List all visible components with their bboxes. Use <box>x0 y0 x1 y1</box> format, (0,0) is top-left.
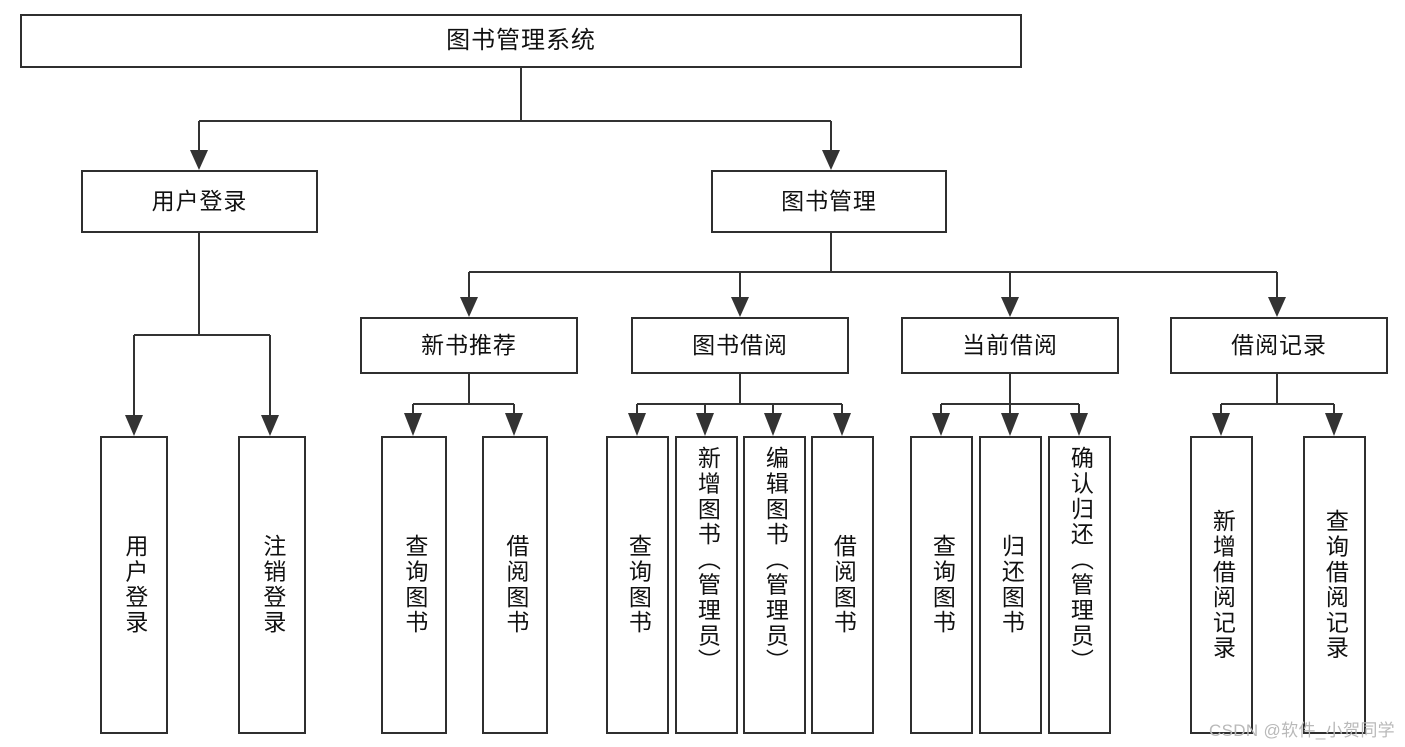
node-label-leaf-add-borrow-record: 新增借阅记录 <box>1209 509 1236 661</box>
arrow-head-br-leaf-1 <box>1212 413 1230 436</box>
node-leaf-query-book-recommend[interactable]: 查询图书 <box>381 436 447 734</box>
node-book-management[interactable]: 图书管理 <box>711 170 947 233</box>
node-leaf-logout[interactable]: 注销登录 <box>238 436 306 734</box>
node-leaf-query-book-borrow[interactable]: 查询图书 <box>606 436 669 734</box>
node-user-login[interactable]: 用户登录 <box>81 170 318 233</box>
node-leaf-add-borrow-record[interactable]: 新增借阅记录 <box>1190 436 1253 734</box>
node-new-book-recommend[interactable]: 新书推荐 <box>360 317 578 374</box>
arrow-head-book-borrow <box>731 297 749 317</box>
node-label-leaf-query-book-borrow: 查询图书 <box>625 534 652 636</box>
node-label-user-login: 用户登录 <box>151 188 248 214</box>
node-label-leaf-query-book-current: 查询图书 <box>929 534 956 636</box>
node-book-borrow[interactable]: 图书借阅 <box>631 317 849 374</box>
arrow-head-bb-leaf-4 <box>833 413 851 436</box>
node-borrow-record[interactable]: 借阅记录 <box>1170 317 1388 374</box>
node-leaf-query-book-current[interactable]: 查询图书 <box>910 436 973 734</box>
node-label-leaf-borrow-book-recommend: 借阅图书 <box>502 534 529 636</box>
node-leaf-query-borrow-record[interactable]: 查询借阅记录 <box>1303 436 1366 734</box>
arrow-head-br-leaf-2 <box>1325 413 1343 436</box>
arrow-head-bb-leaf-2 <box>696 413 714 436</box>
node-label-leaf-return-book: 归还图书 <box>998 534 1025 636</box>
node-label-leaf-user-login: 用户登录 <box>121 534 148 636</box>
node-root-system[interactable]: 图书管理系统 <box>20 14 1022 68</box>
arrow-head-nb-leaf-2 <box>505 413 523 436</box>
node-leaf-return-book[interactable]: 归还图书 <box>979 436 1042 734</box>
arrow-head-leaf-logout <box>261 415 279 436</box>
node-label-current-borrow: 当前借阅 <box>962 332 1058 358</box>
node-label-borrow-record: 借阅记录 <box>1231 332 1327 358</box>
node-label-root: 图书管理系统 <box>446 27 596 54</box>
arrow-head-cb-leaf-2 <box>1001 413 1019 436</box>
node-leaf-add-book[interactable]: 新增图书（管理员） <box>675 436 738 734</box>
arrow-head-new-book <box>460 297 478 317</box>
node-label-leaf-borrow-book: 借阅图书 <box>830 534 857 636</box>
node-leaf-confirm-return[interactable]: 确认归还（管理员） <box>1048 436 1111 734</box>
arrow-head-user-login <box>190 150 208 170</box>
arrow-head-current-borrow <box>1001 297 1019 317</box>
node-leaf-borrow-book-recommend[interactable]: 借阅图书 <box>482 436 548 734</box>
arrow-head-nb-leaf-1 <box>404 413 422 436</box>
node-label-leaf-add-book: 新增图书（管理员） <box>694 446 721 674</box>
node-label-leaf-query-book-recommend: 查询图书 <box>401 534 428 636</box>
node-current-borrow[interactable]: 当前借阅 <box>901 317 1119 374</box>
arrow-head-book-mgmt <box>822 150 840 170</box>
node-label-leaf-query-borrow-record: 查询借阅记录 <box>1322 509 1349 661</box>
node-leaf-user-login[interactable]: 用户登录 <box>100 436 168 734</box>
node-leaf-borrow-book[interactable]: 借阅图书 <box>811 436 874 734</box>
arrow-head-leaf-user-login <box>125 415 143 436</box>
node-label-leaf-logout: 注销登录 <box>259 534 286 636</box>
node-label-leaf-edit-book: 编辑图书（管理员） <box>762 446 789 674</box>
watermark-text: CSDN @软件_小贺同学 <box>1208 721 1395 740</box>
arrow-head-cb-leaf-3 <box>1070 413 1088 436</box>
node-label-new-book-recommend: 新书推荐 <box>421 332 517 358</box>
arrow-head-cb-leaf-1 <box>932 413 950 436</box>
arrow-head-bb-leaf-1 <box>628 413 646 436</box>
arrow-head-borrow-record <box>1268 297 1286 317</box>
node-label-book-management: 图书管理 <box>781 188 877 214</box>
arrow-head-bb-leaf-3 <box>764 413 782 436</box>
node-label-book-borrow: 图书借阅 <box>692 332 788 358</box>
node-label-leaf-confirm-return: 确认归还（管理员） <box>1067 446 1094 674</box>
node-leaf-edit-book[interactable]: 编辑图书（管理员） <box>743 436 806 734</box>
